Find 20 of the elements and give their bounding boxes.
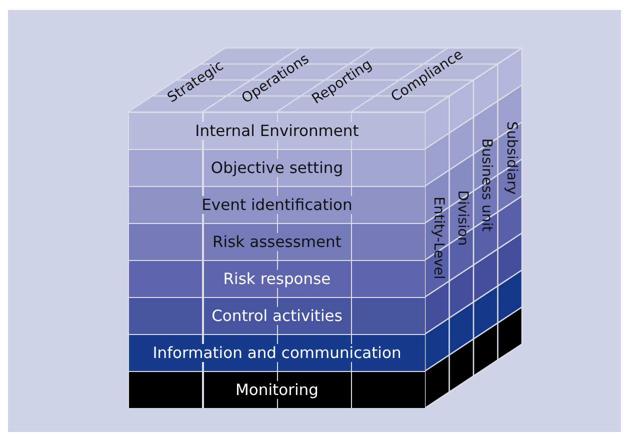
entity-level-label: Division xyxy=(454,190,470,246)
entity-level-label: Subsidiary xyxy=(503,121,520,195)
component-label: Risk assessment xyxy=(212,233,342,251)
component-band xyxy=(128,223,425,260)
component-label: Monitoring xyxy=(234,381,320,399)
component-label: Risk response xyxy=(222,270,332,288)
component-band xyxy=(128,149,425,186)
component-label: Objective setting xyxy=(210,159,344,177)
component-band xyxy=(128,371,425,408)
component-label: Control activities xyxy=(210,307,344,325)
component-band xyxy=(128,334,425,371)
entity-level-label: Business unit xyxy=(478,138,494,232)
component-band xyxy=(128,112,425,149)
component-band xyxy=(128,260,425,297)
component-band xyxy=(128,186,425,223)
component-label: Information and communication xyxy=(152,344,402,362)
component-label: Event identification xyxy=(200,196,354,214)
component-band xyxy=(128,297,425,334)
entity-level-label: Entity-Level xyxy=(430,196,446,280)
component-label: Internal Environment xyxy=(194,122,360,140)
